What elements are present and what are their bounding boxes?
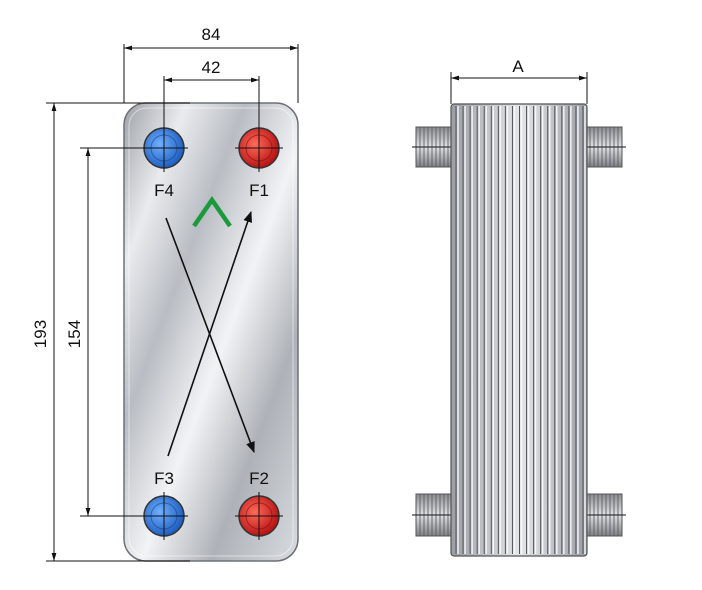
direction-chevron-icon <box>192 196 232 228</box>
port-label-f1: F1 <box>249 181 269 200</box>
plate-inner-edge <box>128 107 294 557</box>
dim-port-spacing-v-label: 154 <box>65 320 84 348</box>
thread-connection-top-right <box>583 126 626 168</box>
dim-width-label: 84 <box>202 25 221 44</box>
side-view: A <box>412 57 626 557</box>
dimension-lines <box>51 45 298 561</box>
flow-arrow-f3-to-f1 <box>167 210 252 457</box>
dim-a-label: A <box>512 57 524 76</box>
port-f3 <box>140 492 188 540</box>
port-label-f4: F4 <box>154 181 174 200</box>
port-label-f2: F2 <box>249 469 269 488</box>
plate-stack-lines <box>455 106 586 554</box>
front-view: 84 42 193 154 F4 <box>31 25 299 562</box>
dim-height-label: 193 <box>31 320 50 348</box>
thread-connection-top-left <box>412 126 455 168</box>
port-f4 <box>140 124 188 172</box>
dim-port-spacing-h-label: 42 <box>202 58 221 77</box>
port-label-f3: F3 <box>154 469 174 488</box>
thread-connection-bottom-left <box>412 493 455 537</box>
port-f1 <box>235 124 283 172</box>
thread-connection-bottom-right <box>583 493 626 537</box>
port-f2 <box>235 492 283 540</box>
